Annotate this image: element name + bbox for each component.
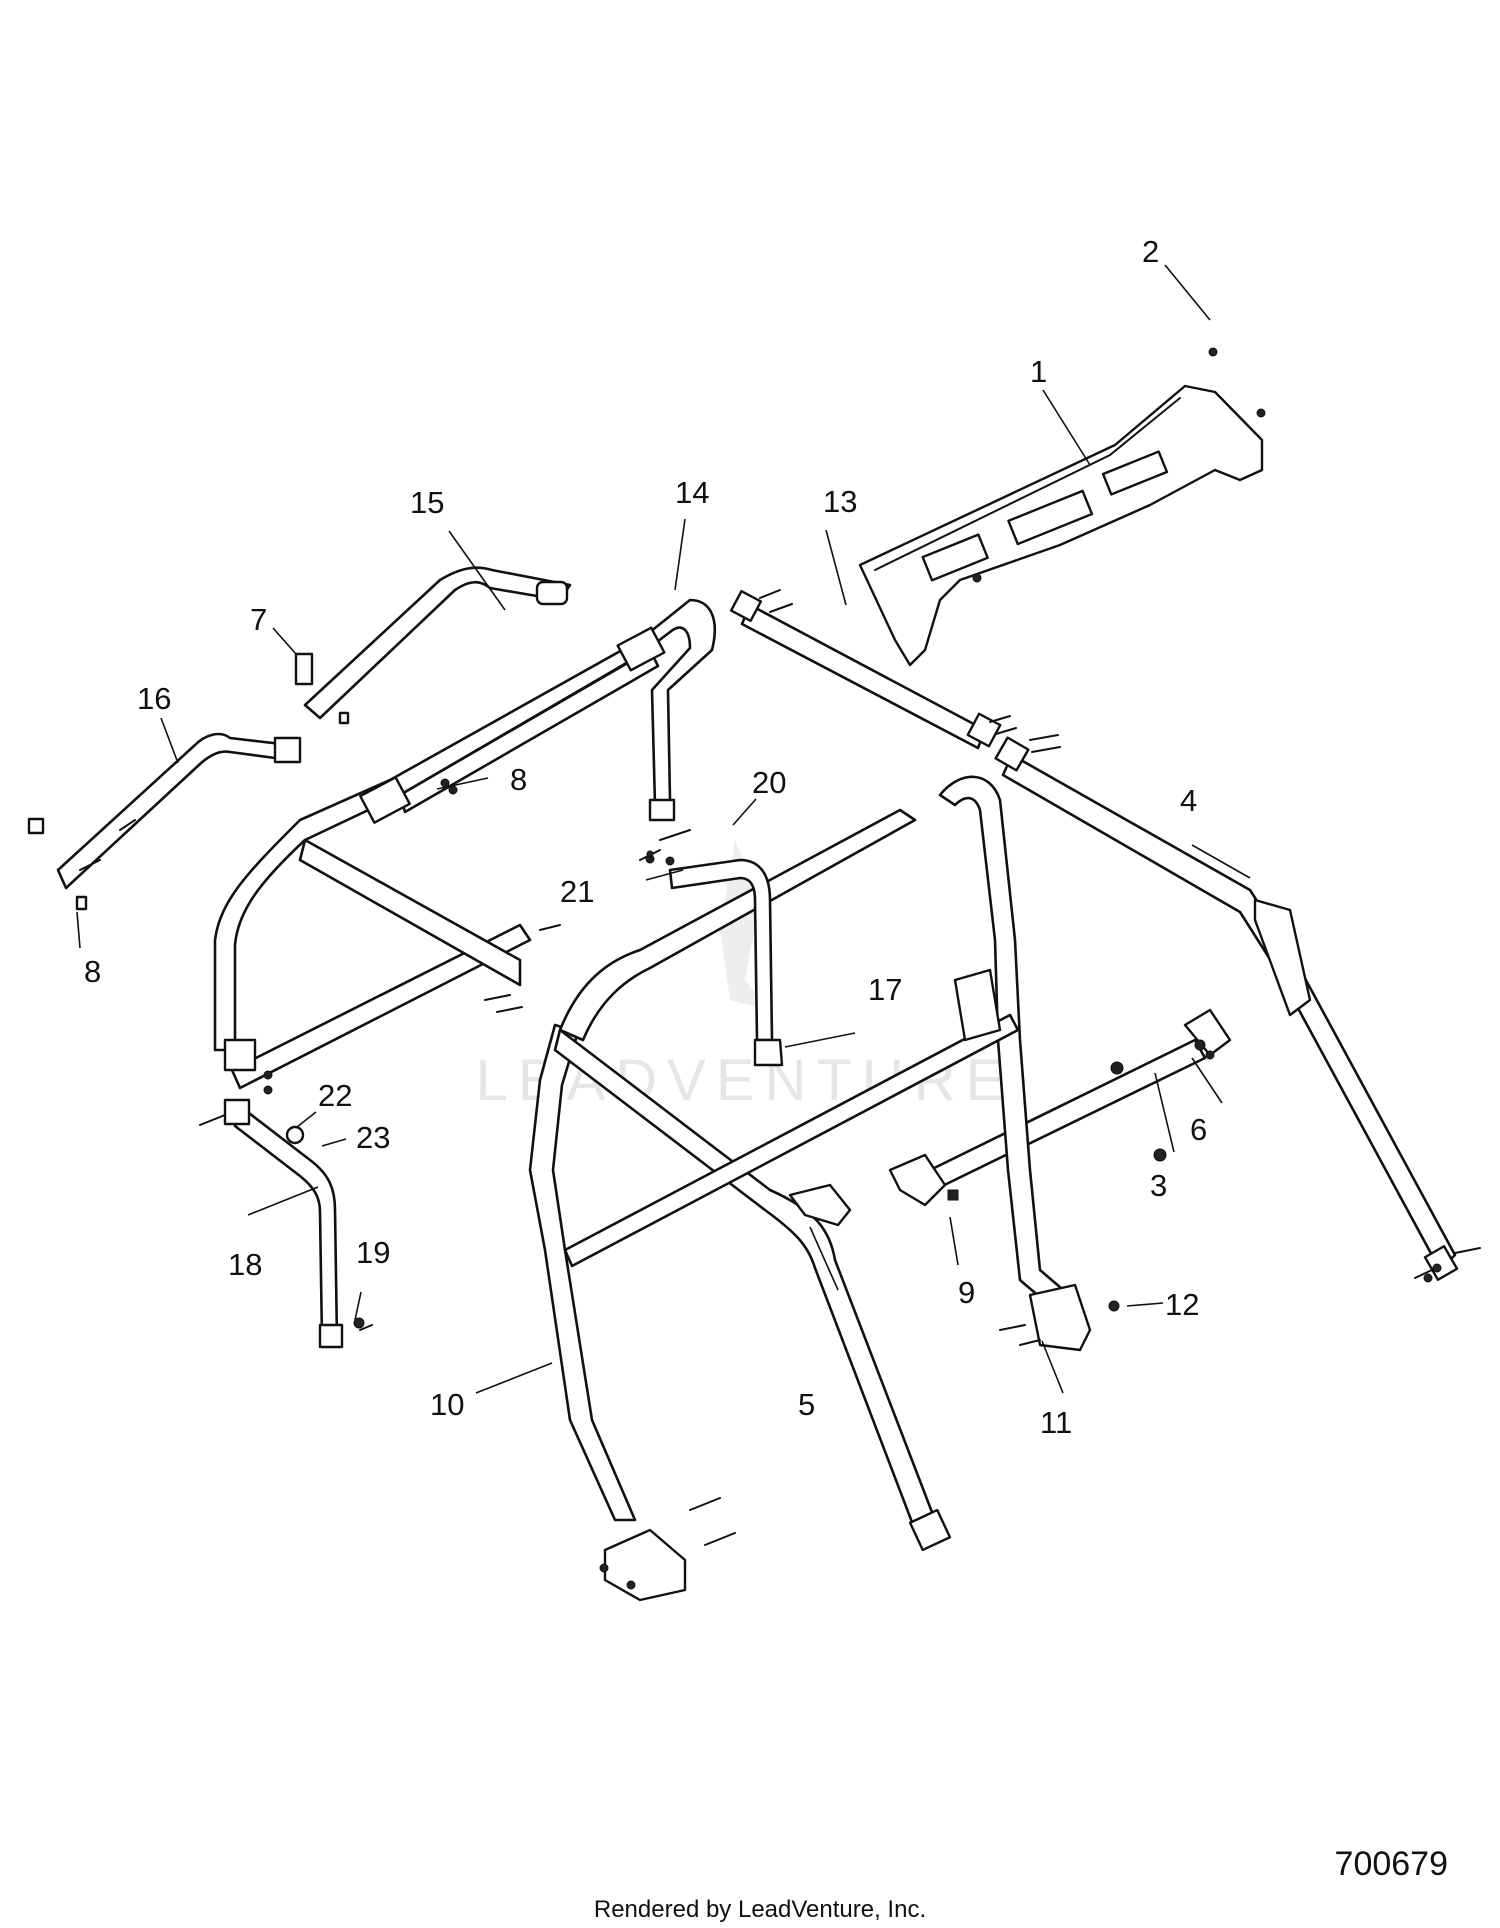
- callout-12: 12: [1165, 1287, 1199, 1322]
- part-15-grab-bar: [303, 566, 572, 720]
- leader-lines: [76, 264, 1251, 1394]
- callout-3: 3: [1150, 1168, 1167, 1203]
- part-14-front-hoop: [213, 598, 717, 1090]
- callout-23: 23: [356, 1120, 390, 1155]
- callout-2: 2: [1142, 234, 1159, 269]
- part-1-roof-panel: [858, 347, 1266, 667]
- callout-22: 22: [318, 1078, 352, 1113]
- part-17-brace: [639, 829, 784, 1067]
- callout-6: 6: [1190, 1112, 1207, 1147]
- callout-17: 17: [868, 972, 902, 1007]
- part-16-grab-bar: [56, 732, 302, 890]
- callout-21: 21: [560, 874, 594, 909]
- callout-18: 18: [228, 1247, 262, 1282]
- part-4-rear-tube: [994, 734, 1481, 1281]
- watermark-logo: [720, 840, 770, 1010]
- callout-19: 19: [356, 1235, 390, 1270]
- callouts: 1 2 3 4 5 6 7 8 8 9 10 11 12 13 14 15 16…: [84, 234, 1207, 1440]
- callout-20: 20: [752, 765, 786, 800]
- callout-14: 14: [675, 475, 709, 510]
- callout-11: 11: [1040, 1405, 1072, 1440]
- part-3-cross-tube: [888, 1008, 1232, 1207]
- callout-8b: 8: [84, 954, 101, 989]
- part-10-front-upright: [528, 808, 917, 1602]
- callout-4: 4: [1180, 783, 1197, 818]
- callout-13: 13: [823, 484, 857, 519]
- callout-10: 10: [430, 1387, 464, 1422]
- callout-15: 15: [410, 485, 444, 520]
- part-5-upright: [553, 1028, 952, 1552]
- render-credit: Rendered by LeadVenture, Inc.: [594, 1896, 926, 1923]
- part-18-brace: [199, 1098, 373, 1349]
- hardware: [27, 652, 1442, 1590]
- part-13-cross-tube: [729, 589, 1017, 750]
- callout-5: 5: [798, 1387, 815, 1422]
- callout-8a: 8: [510, 762, 527, 797]
- callout-1: 1: [1030, 354, 1047, 389]
- part-rear-upright: [563, 775, 1092, 1352]
- callout-7: 7: [250, 602, 267, 637]
- figure-id: 700679: [1335, 1845, 1448, 1883]
- callout-16: 16: [137, 681, 171, 716]
- callout-9: 9: [958, 1275, 975, 1310]
